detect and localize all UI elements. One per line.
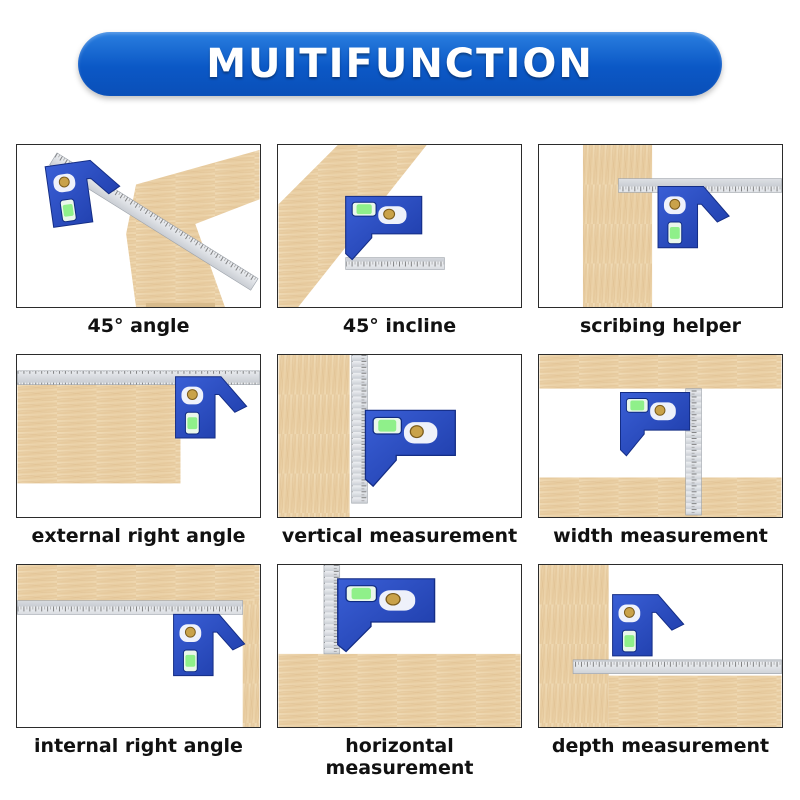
panel-45-angle [16,144,261,308]
panel-external-right-angle [16,354,261,518]
illustration-45-angle [44,149,260,307]
title-banner: MUITIFUNCTION [78,32,722,96]
illustration-width-measurement [539,355,782,517]
page-title: MUITIFUNCTION [206,41,594,87]
illustration-vertical-measurement [278,355,456,517]
illustration-internal-right-angle [17,565,260,727]
panel-scribing-helper [538,144,783,308]
panel-internal-right-angle [16,564,261,728]
caption-internal-right-angle: internal right angle [34,735,243,757]
caption-horizontal-measurement: horizontal measurement [325,735,474,779]
illustration-depth-measurement [539,565,782,727]
panel-depth-measurement [538,564,783,728]
illustration-external-right-angle [17,370,260,484]
illustration-horizontal-measurement [278,565,521,727]
caption-45-incline: 45° incline [342,315,457,337]
panel-45-incline [277,144,522,308]
illustration-45-incline [278,145,445,307]
caption-scribing-helper: scribing helper [579,315,742,337]
panel-horizontal-measurement [277,564,522,728]
caption-45-angle: 45° angle [87,315,190,337]
panel-vertical-measurement [277,354,522,518]
caption-width-measurement: width measurement [553,525,768,547]
caption-vertical-measurement: vertical measurement [281,525,518,547]
panel-width-measurement [538,354,783,518]
illustration-scribing-helper [582,145,782,307]
caption-external-right-angle: external right angle [31,525,246,547]
caption-depth-measurement: depth measurement [551,735,770,757]
